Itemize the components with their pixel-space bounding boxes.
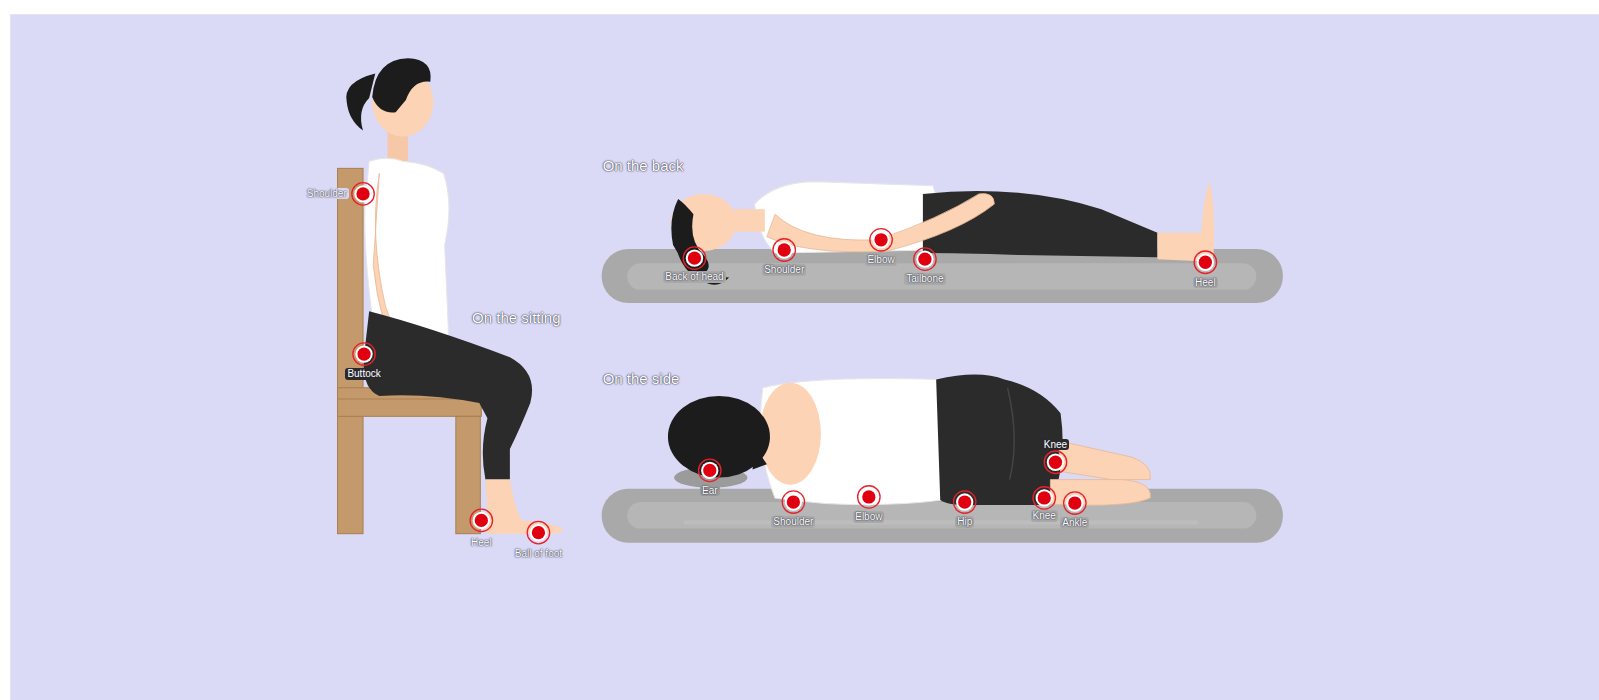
pressure-marker xyxy=(1033,487,1055,509)
pressure-point-label: Elbow xyxy=(865,254,896,266)
pressure-point-label: Ball of foot xyxy=(513,548,564,560)
pressure-marker xyxy=(699,459,721,481)
pressure-marker xyxy=(1064,492,1086,514)
pressure-marker xyxy=(352,183,374,205)
pressure-marker xyxy=(782,491,804,513)
pressure-point-label: Shoulder xyxy=(305,188,349,200)
pressure-point-label: Heel xyxy=(469,537,494,549)
pressure-marker xyxy=(870,229,892,251)
pressure-marker xyxy=(1194,251,1216,273)
side-lying-figure xyxy=(602,374,1283,542)
pressure-markers xyxy=(352,183,1217,544)
sitting-woman xyxy=(346,58,563,534)
pressure-marker xyxy=(773,239,795,261)
pressure-point-label: Elbow xyxy=(853,511,884,523)
pressure-marker xyxy=(914,248,936,270)
pressure-marker xyxy=(353,343,375,365)
pressure-point-label: Hip xyxy=(955,516,974,528)
pressure-point-label: Buttock xyxy=(345,368,382,380)
background xyxy=(10,14,1599,700)
pressure-point-label: Shoulder xyxy=(771,516,815,528)
pressure-marker xyxy=(858,486,880,508)
back-lying-figure xyxy=(602,182,1283,303)
pressure-point-label: Ear xyxy=(700,485,720,497)
pressure-point-label: Tailbone xyxy=(904,273,945,285)
pressure-marker xyxy=(470,509,492,531)
pressure-marker xyxy=(683,247,705,269)
pressure-point-label: Shoulder xyxy=(762,264,806,276)
pressure-marker xyxy=(1044,451,1066,473)
view-heading: On the back xyxy=(601,157,686,174)
pressure-point-label: Knee xyxy=(1031,510,1058,522)
pressure-marker xyxy=(953,491,975,513)
pressure-point-label: Knee xyxy=(1042,439,1069,451)
pressure-point-label: Back of head xyxy=(663,271,725,283)
pressure-point-label: Ankle xyxy=(1060,517,1089,529)
view-heading: On the side xyxy=(601,370,682,387)
view-heading: On the sitting xyxy=(470,309,562,326)
pressure-point-label: Heel xyxy=(1193,277,1218,289)
pressure-marker xyxy=(527,521,549,543)
